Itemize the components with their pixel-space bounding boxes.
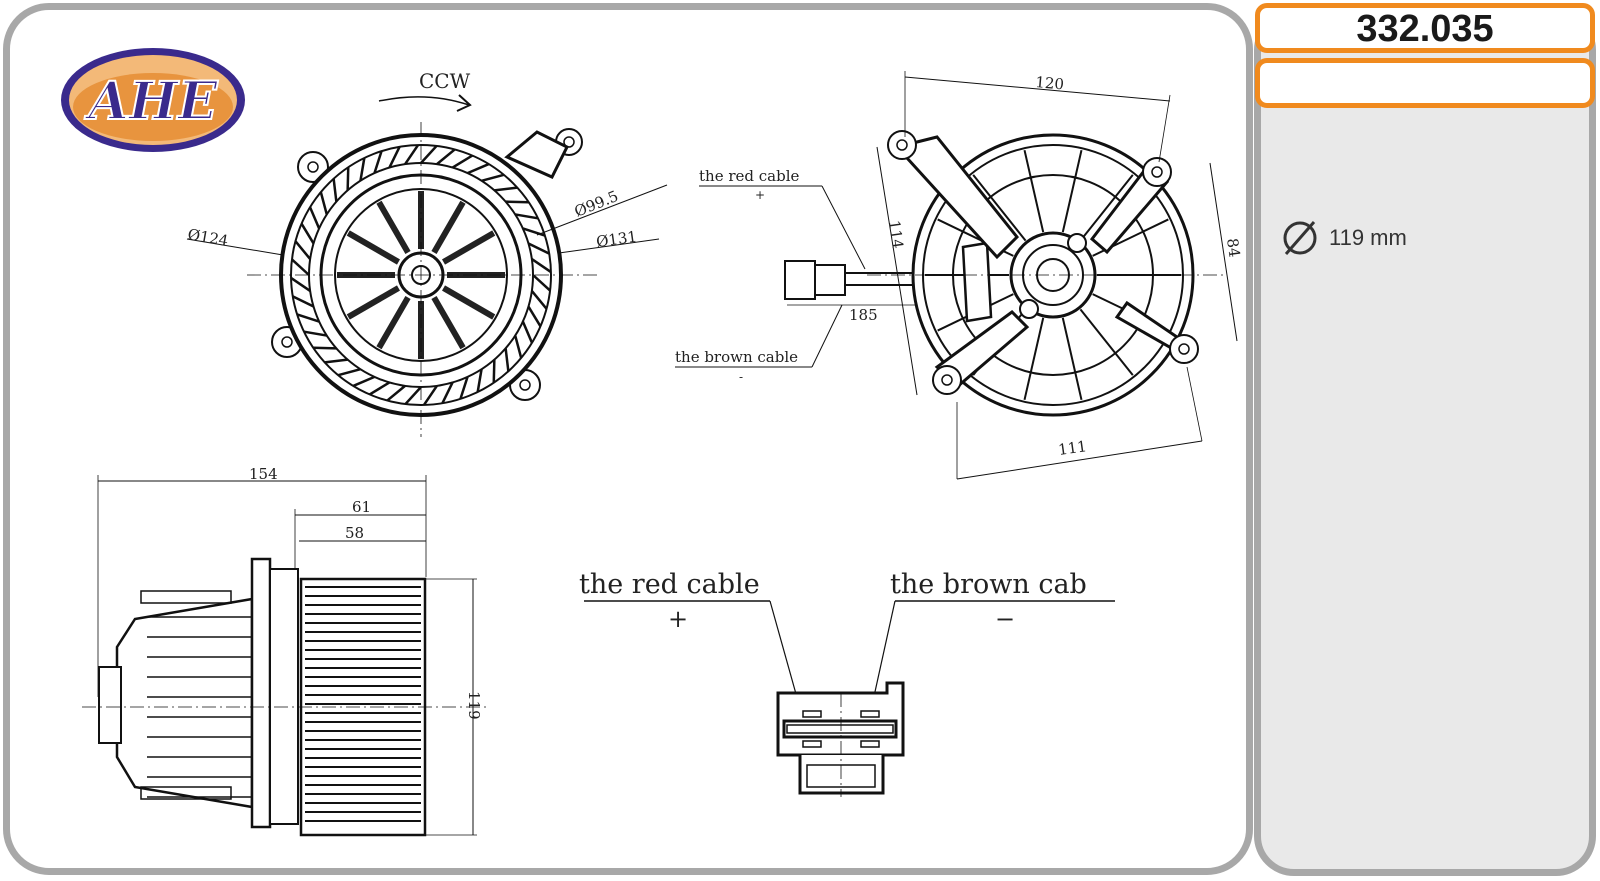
conn-red-sign: + — [668, 605, 688, 633]
fan-blade — [290, 276, 311, 292]
rotor-spoke — [431, 296, 466, 350]
technical-drawing: AHE CCW Ø124 Ø99.5 Ø131 the red cab — [61, 48, 1244, 837]
part-code: 332.035 — [1356, 8, 1494, 50]
fan-blade — [319, 191, 328, 215]
fan-blade — [522, 227, 546, 237]
dim-84: 84 — [1223, 237, 1243, 258]
brown-cable-label: the brown cable — [675, 348, 798, 366]
fan-blade — [337, 368, 361, 377]
rotor-spoke — [376, 296, 411, 350]
dim-d99-5: Ø99.5 — [572, 187, 621, 221]
fan-blade — [476, 369, 483, 393]
dim-185: 185 — [849, 306, 878, 324]
rotor-spoke — [346, 230, 400, 265]
housing-rib — [1079, 308, 1134, 376]
dim-111: 111 — [1057, 437, 1088, 459]
fan-blade — [303, 330, 327, 337]
dim-154: 154 — [249, 465, 278, 483]
red-sign: + — [755, 188, 765, 202]
fan-blade — [369, 381, 391, 396]
fan-blade — [532, 274, 551, 292]
fan-blade — [313, 346, 337, 350]
fan-blade — [494, 186, 518, 192]
dim-61: 61 — [352, 498, 371, 516]
side-view: 154 61 58 119 — [82, 465, 487, 837]
red-cable-label: the red cable — [699, 167, 799, 185]
housing-rib — [1023, 317, 1045, 401]
fan-blade — [291, 258, 310, 276]
fan-blade — [505, 200, 529, 204]
fan-blade — [481, 173, 505, 182]
dim-d131: Ø131 — [595, 227, 638, 251]
fan-blade — [388, 146, 401, 169]
diameter-value: 119 mm — [1329, 225, 1407, 250]
fan-blade — [404, 144, 420, 165]
rotor-spoke — [431, 200, 466, 254]
fan-blade — [451, 154, 473, 169]
logo-text: AHE — [83, 71, 218, 132]
conn-red-label: the red cable — [579, 569, 760, 600]
fan-blade — [324, 358, 348, 364]
diameter-icon — [1283, 221, 1317, 255]
fan-blade — [459, 376, 469, 400]
fan-blade — [531, 258, 552, 274]
fan-blade — [359, 157, 366, 181]
conn-brown-sign: − — [995, 605, 1015, 633]
spec-panel — [1254, 10, 1596, 876]
housing-rib — [1023, 149, 1045, 233]
fan-blade — [515, 213, 539, 220]
fan-blade — [294, 240, 312, 260]
housing-rib — [972, 174, 1027, 242]
dim-114: 114 — [885, 219, 907, 250]
housing-rib — [1061, 149, 1083, 233]
fan-blade — [404, 386, 422, 405]
fan-blade — [296, 313, 320, 323]
rotor-spoke — [346, 285, 400, 320]
rotor-spoke — [442, 285, 496, 320]
fan-blade — [422, 385, 438, 406]
part-code-box: 332.035 — [1255, 3, 1595, 53]
fan-blade — [530, 290, 548, 310]
dim-119: 119 — [465, 691, 483, 720]
rotation-label: CCW — [419, 69, 471, 93]
fan-blade — [308, 206, 321, 229]
fan-blade — [514, 335, 523, 359]
ahe-logo: AHE — [61, 48, 245, 152]
brown-sign: - — [739, 370, 743, 384]
housing-rib — [1061, 317, 1083, 401]
rotor-spoke — [442, 230, 496, 265]
dim-120: 120 — [1035, 73, 1065, 93]
fan-blade — [300, 223, 315, 245]
fan-blade — [352, 375, 375, 388]
fan-blade — [292, 295, 315, 308]
fan-blade — [346, 167, 350, 191]
conn-brown-label: the brown cab — [890, 569, 1087, 600]
fan-blade — [386, 384, 406, 402]
fan-blade — [373, 150, 383, 174]
fan-blade — [332, 178, 338, 202]
fan-blade — [420, 145, 438, 164]
fan-blade — [436, 148, 456, 166]
fan-blade — [441, 381, 454, 404]
dim-d124: Ø124 — [186, 225, 229, 250]
fan-blade — [467, 162, 490, 175]
rear-view: the red cable + the brown cable - 185 — [675, 71, 1244, 480]
drawing-panel: AHE CCW Ø124 Ø99.5 Ø131 the red cab — [3, 3, 1253, 875]
fan-blade — [492, 359, 496, 383]
secondary-code-box — [1255, 58, 1595, 108]
diameter-spec: 119 mm — [1281, 219, 1407, 257]
fan-blade — [504, 348, 510, 372]
fan-blade — [527, 242, 550, 255]
rotor-spoke — [376, 200, 411, 254]
connector-detail: the red cable + the brown cab − — [579, 569, 1115, 797]
front-view: CCW Ø124 Ø99.5 Ø131 — [186, 69, 668, 437]
dim-58: 58 — [345, 524, 364, 542]
housing-rib — [1079, 174, 1134, 242]
fan-blade — [521, 321, 534, 344]
fan-blade — [527, 305, 542, 327]
